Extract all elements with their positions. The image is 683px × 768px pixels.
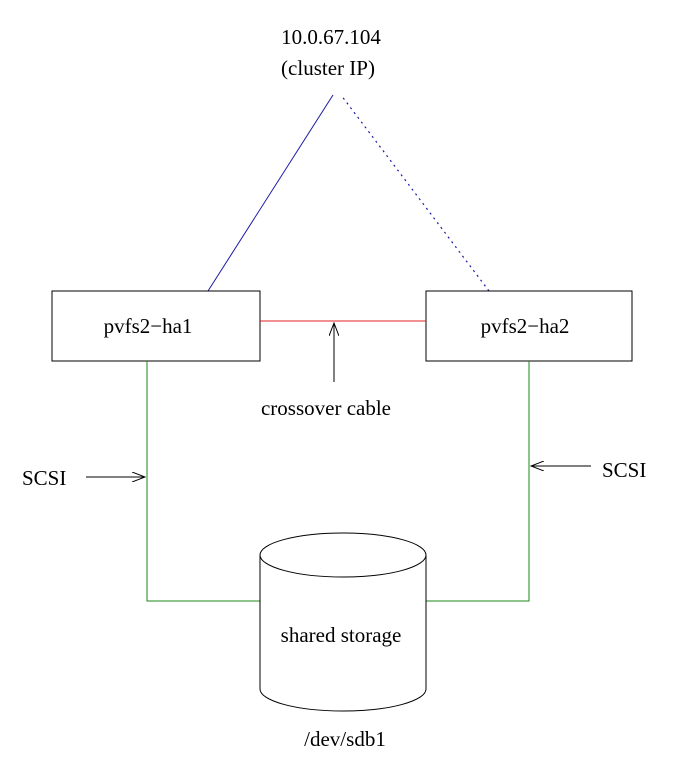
- scsi-label-right: SCSI: [602, 458, 646, 482]
- node-label-1: pvfs2−ha1: [104, 314, 193, 338]
- node-box-2: [425, 290, 633, 362]
- standby-ip-link: [340, 94, 490, 292]
- node-box-1: [51, 290, 261, 362]
- scsi-cable-left: [146, 361, 260, 602]
- cluster-ip-caption: (cluster IP): [281, 56, 375, 80]
- scsi-label-left: SCSI: [22, 466, 66, 490]
- storage-cylinder: [259, 532, 427, 712]
- node-label-2: pvfs2−ha2: [481, 314, 570, 338]
- crossover-cable-label: crossover cable: [261, 396, 391, 420]
- active-ip-link: [207, 94, 334, 292]
- scsi-cable-right: [426, 361, 530, 602]
- storage-label: shared storage: [281, 623, 402, 647]
- cluster-ip-address: 10.0.67.104: [281, 25, 381, 49]
- device-path-label: /dev/sdb1: [304, 727, 386, 751]
